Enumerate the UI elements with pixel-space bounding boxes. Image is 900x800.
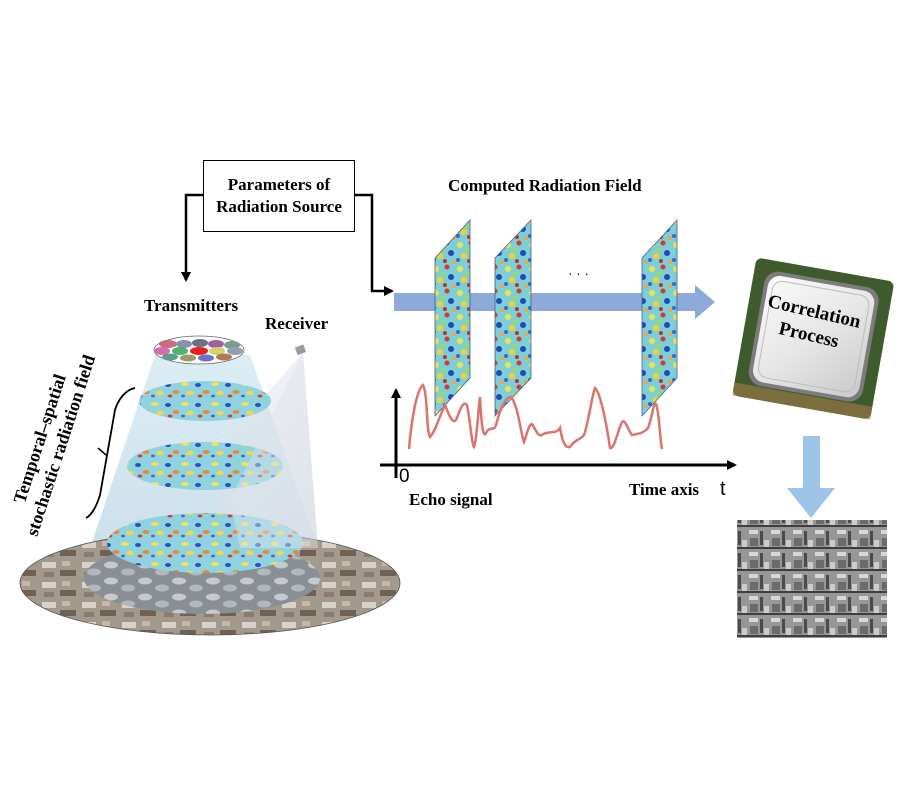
arrow-to-computed-field [353,193,394,296]
field-layer-2 [127,442,283,490]
field-panel-3 [641,218,678,418]
transmitters-label: Transmitters [144,296,239,315]
cpu-chip [732,258,894,420]
arrow-to-transmitters [181,193,203,282]
radiation-source-box: Parameters of Radiation Source [203,160,355,232]
origin-label: 0 [399,466,410,487]
field-panel-2 [494,218,532,418]
time-axis-label: Time axis [629,480,700,499]
receiver-label: Receiver [265,314,329,333]
down-arrow [787,436,835,518]
receiver-device [294,344,307,356]
ellipsis: · · · [568,268,589,283]
field-layer-1 [139,381,271,421]
field-layer-3 [107,513,303,573]
computed-field-panels [434,218,678,418]
source-box-line1: Parameters of [227,175,331,194]
source-box-line2: Radiation Source [216,197,342,216]
t-symbol: t [720,478,726,500]
computed-field-title: Computed Radiation Field [448,176,642,195]
field-bracket [85,387,136,519]
flow-arrow [394,285,715,319]
echo-signal-curve [407,383,664,450]
field-panel-1 [434,218,471,418]
echo-signal-label: Echo signal [409,490,493,509]
transmitter-array [153,335,245,365]
reconstructed-image [737,520,887,638]
